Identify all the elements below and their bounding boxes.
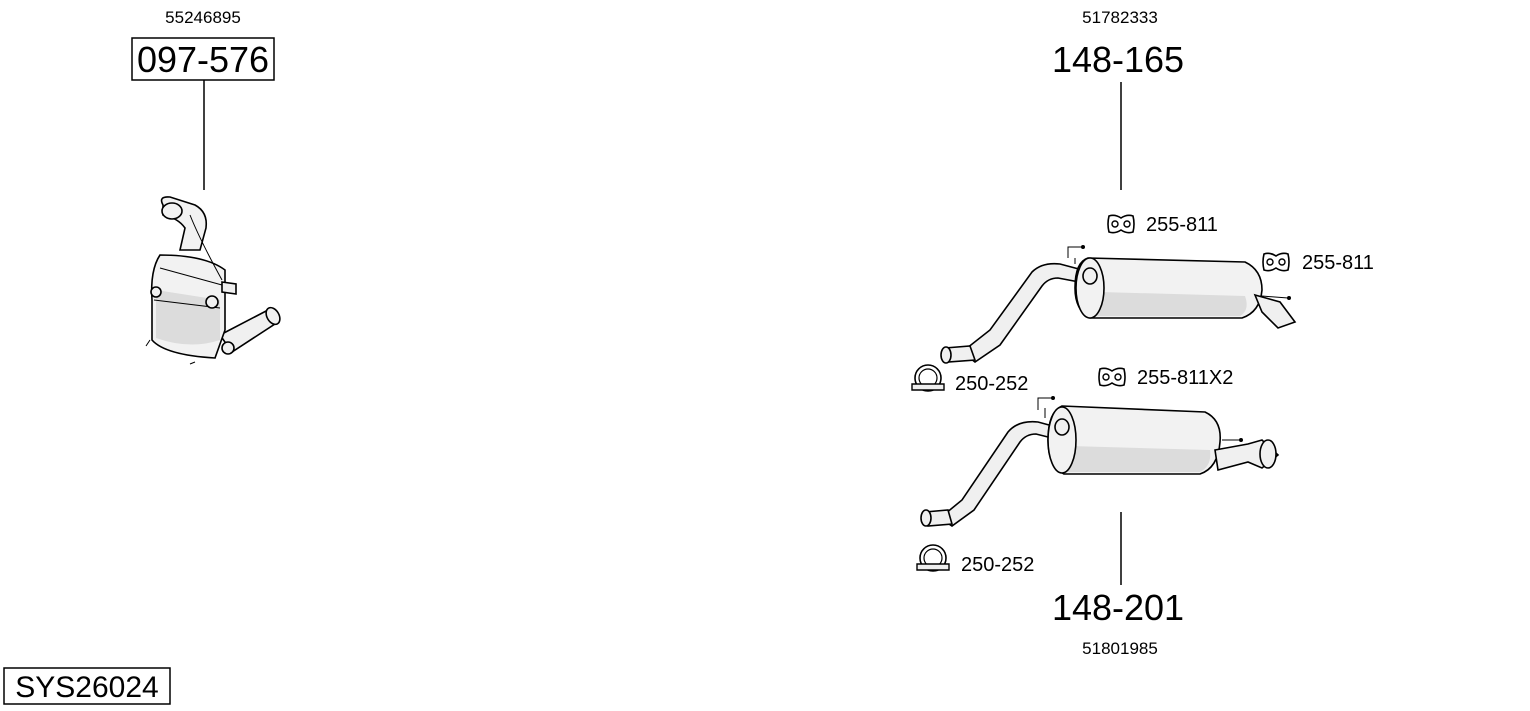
rubber-mount-icon	[1098, 367, 1126, 387]
oem-number-catalyst: 55246895	[165, 8, 241, 27]
rubber-mount-icon	[1262, 252, 1290, 272]
accessory-label[interactable]: 255-811	[1302, 252, 1374, 274]
oem-number-silencer-bottom: 51801985	[1082, 639, 1158, 658]
accessory-label[interactable]: 250-252	[955, 373, 1028, 395]
catalytic-converter-drawing[interactable]	[145, 196, 283, 365]
pipe-clamp-icon	[911, 364, 945, 392]
accessory-label[interactable]: 255-811X2	[1137, 367, 1233, 389]
accessory-label[interactable]: 250-252	[961, 554, 1034, 576]
system-code: SYS26024	[15, 671, 158, 704]
part-number-box	[131, 37, 275, 81]
pipe-clamp-icon	[916, 544, 950, 572]
part-number-silencer-bottom[interactable]: 148-201	[1052, 587, 1184, 628]
rear-silencer-bottom-drawing[interactable]	[920, 396, 1280, 527]
accessory-label[interactable]: 255-811	[1146, 214, 1218, 236]
system-code-box	[3, 667, 171, 705]
rear-silencer-top-drawing[interactable]	[245, 0, 1297, 364]
oem-number-silencer-top: 51782333	[1082, 8, 1158, 27]
rubber-mount-icon	[1107, 214, 1135, 234]
part-number-silencer-top[interactable]: 148-165	[1052, 39, 1184, 80]
part-number-catalyst[interactable]: 097-576	[137, 39, 269, 80]
